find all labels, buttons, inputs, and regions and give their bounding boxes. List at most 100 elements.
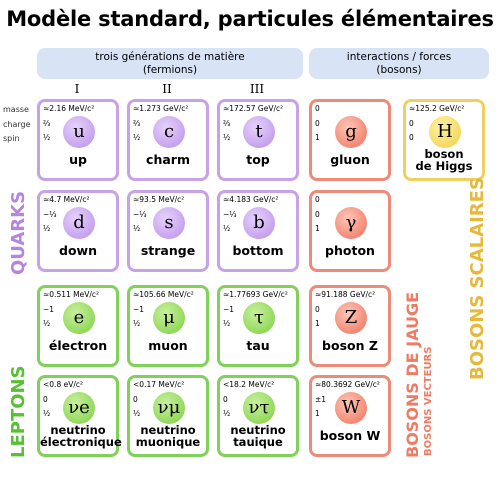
spin-value: ½	[43, 319, 51, 328]
particle-name-line2: muonique	[135, 435, 201, 449]
particle-name: strange	[140, 243, 196, 258]
particle-tau: ≈1.77693 GeV/c² −1 ½ τ tau	[217, 285, 299, 367]
particle-name: tau	[246, 338, 270, 353]
mass-value: ≈0.511 MeV/c²	[43, 290, 100, 299]
mass-value: 0	[315, 104, 320, 113]
mass-value: ≈4.183 GeV/c²	[223, 195, 279, 204]
particle-name-line2: tauique	[233, 435, 283, 449]
charge-value: −⅓	[133, 210, 147, 219]
particle-symbol: e	[63, 302, 95, 334]
particle-symbol: γ	[335, 207, 367, 239]
mass-value: <0.17 MeV/c²	[133, 380, 185, 389]
particle-z-boson: ≈91.188 GeV/c² 0 1 Z boson Z	[309, 285, 391, 367]
mass-value: ≈2.16 MeV/c²	[43, 104, 95, 113]
scalar-bosons-label: BOSONS SCALAIRES	[467, 177, 488, 380]
fermions-header-line1: trois générations de matière	[95, 51, 245, 63]
particle-symbol: τ	[243, 302, 275, 334]
particle-bottom: ≈4.183 GeV/c² −⅓ ½ b bottom	[217, 190, 299, 272]
particle-name-line2: électronique	[40, 435, 122, 449]
particle-symbol: μ	[153, 302, 185, 334]
mass-value: ≈1.77693 GeV/c²	[223, 290, 288, 299]
spin-value: ½	[223, 319, 231, 328]
particle-name-line1: neutrino	[230, 423, 286, 437]
particle-symbol: g	[335, 116, 367, 148]
spin-value: ½	[133, 409, 141, 418]
leptons-label: LEPTONS	[8, 365, 29, 458]
particle-name: neutrino muonique	[130, 424, 206, 448]
charge-value: −⅓	[223, 210, 237, 219]
charge-value: 0	[315, 305, 320, 314]
particle-muon: ≈105.66 MeV/c² −1 ½ μ muon	[127, 285, 209, 367]
particle-symbol: νμ	[153, 392, 185, 424]
particle-name: up	[69, 152, 87, 167]
bosons-header-line1: interactions / forces	[346, 51, 452, 63]
mass-value: ≈91.188 GeV/c²	[315, 290, 376, 299]
fermions-header: trois générations de matière (fermions)	[37, 48, 303, 79]
spin-value: ½	[223, 133, 231, 142]
particle-name: neutrino électronique	[40, 424, 122, 449]
particle-name-line1: boson	[424, 147, 464, 161]
particle-symbol: Z	[335, 302, 367, 334]
particle-symbol: d	[63, 207, 95, 239]
particle-electron: ≈0.511 MeV/c² −1 ½ e électron	[37, 285, 119, 367]
particle-muon-neutrino: <0.17 MeV/c² 0 ½ νμ neutrino muonique	[127, 375, 209, 457]
spin-row-label: spin	[3, 134, 20, 143]
generation-2-label: II	[162, 82, 172, 96]
charge-value: 0	[43, 395, 48, 404]
particle-symbol: H	[429, 116, 461, 148]
mass-value: ≈93.5 MeV/c²	[133, 195, 185, 204]
particle-name: muon	[148, 338, 188, 353]
particle-name: gluon	[330, 152, 370, 167]
spin-value: 0	[409, 133, 414, 142]
particle-name: boson Z	[322, 338, 378, 353]
particle-electron-neutrino: <0.8 eV/c² 0 ½ νe neutrino électronique	[37, 375, 122, 457]
mass-value: ≈172.57 GeV/c²	[223, 104, 284, 113]
particle-symbol: b	[243, 207, 275, 239]
charge-value: −1	[43, 305, 55, 314]
mass-value: ≈4.7 MeV/c²	[43, 195, 90, 204]
particle-gluon: 0 0 1 g gluon	[309, 99, 391, 181]
bosons-header-line2: (bosons)	[376, 64, 422, 76]
mass-value: 0	[315, 195, 320, 204]
spin-value: 1	[315, 224, 320, 233]
charge-value: −⅓	[43, 210, 57, 219]
particle-charm: ≈1.273 GeV/c² ⅔ ½ c charm	[127, 99, 209, 181]
charge-value: ±1	[315, 395, 327, 404]
bosons-header: interactions / forces (bosons)	[309, 48, 489, 79]
particle-symbol: νe	[63, 392, 95, 424]
spin-value: ½	[43, 409, 51, 418]
charge-value: ⅔	[43, 119, 51, 128]
particle-symbol: u	[63, 116, 95, 148]
particle-down: ≈4.7 MeV/c² −⅓ ½ d down	[37, 190, 119, 272]
charge-value: ⅔	[223, 119, 231, 128]
charge-value: 0	[133, 395, 138, 404]
page-title: Modèle standard, particules élémentaires	[6, 7, 494, 31]
particle-name: boson W	[319, 428, 381, 443]
particle-w-boson: ≈80.3692 GeV/c² ±1 1 W boson W	[309, 375, 391, 457]
particle-name: bottom	[232, 243, 284, 258]
particle-name: charm	[146, 152, 190, 167]
charge-value: 0	[409, 119, 414, 128]
spin-value: 1	[315, 409, 320, 418]
charge-value: −1	[223, 305, 235, 314]
charge-value: ⅔	[133, 119, 141, 128]
particle-symbol: t	[243, 116, 275, 148]
spin-value: ½	[223, 224, 231, 233]
mass-value: ≈125.2 GeV/c²	[409, 104, 465, 113]
particle-name: top	[246, 152, 270, 167]
particle-tau-neutrino: <18.2 MeV/c² 0 ½ ντ neutrino tauique	[217, 375, 299, 457]
particle-strange: ≈93.5 MeV/c² −⅓ ½ s strange	[127, 190, 209, 272]
spin-value: ½	[223, 409, 231, 418]
fermions-header-line2: (fermions)	[142, 64, 198, 76]
spin-value: ½	[43, 133, 51, 142]
generation-1-label: I	[74, 82, 80, 96]
quarks-label: QUARKS	[8, 190, 29, 275]
mass-value: ≈1.273 GeV/c²	[133, 104, 189, 113]
gauge-bosons-label: BOSONS DE JAUGE	[403, 291, 422, 458]
particle-symbol: c	[153, 116, 185, 148]
particle-name: photon	[325, 243, 375, 258]
particle-up: ≈2.16 MeV/c² ⅔ ½ u up	[37, 99, 119, 181]
mass-row-label: masse	[3, 105, 29, 114]
particle-symbol: s	[153, 207, 185, 239]
particle-symbol: W	[335, 392, 367, 424]
